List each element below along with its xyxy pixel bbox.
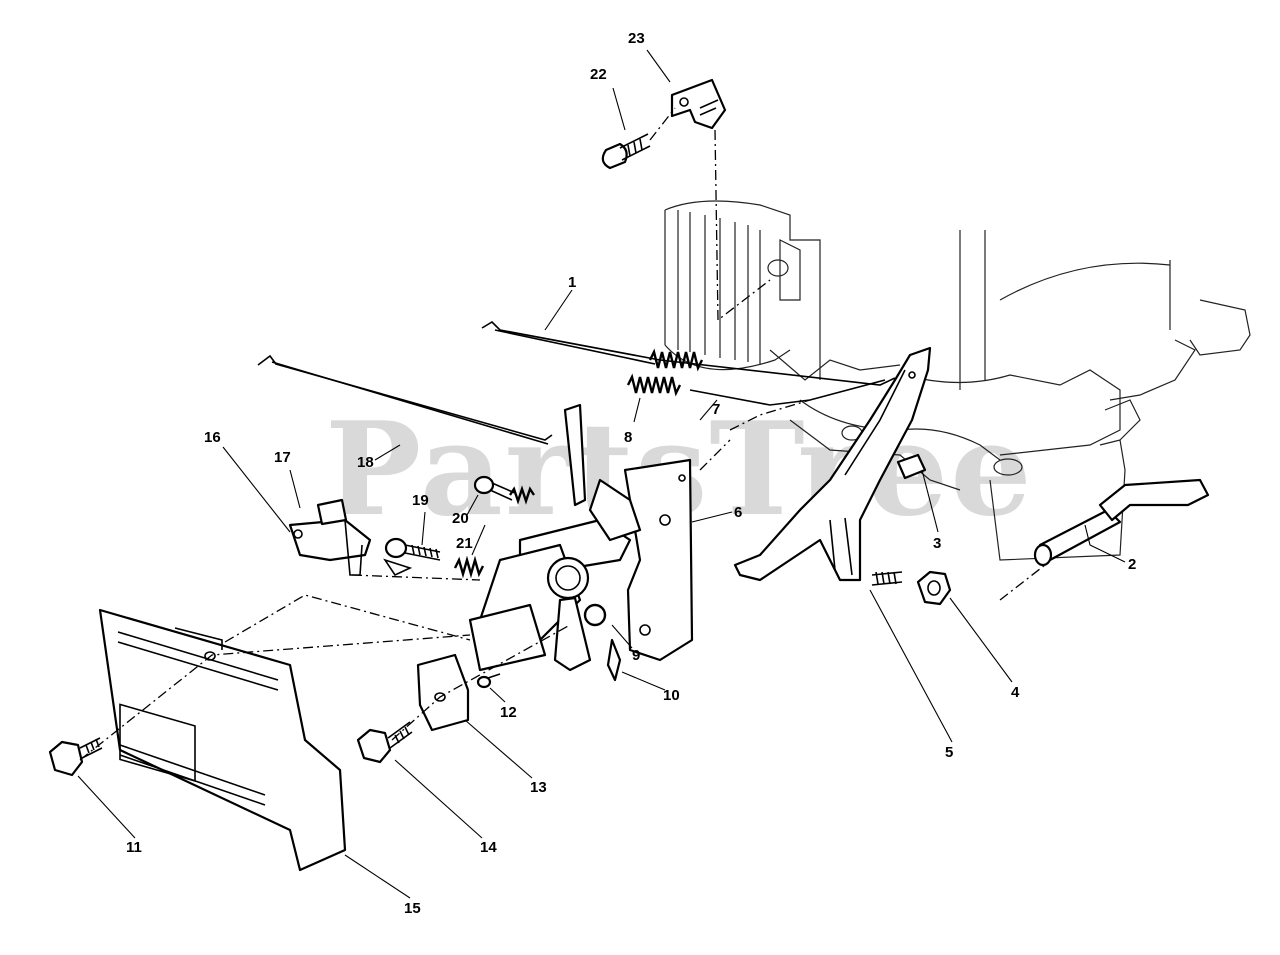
part-20-screw — [473, 475, 535, 505]
callout-labels: 1 2 3 4 5 6 7 8 9 10 11 12 13 14 15 16 1… — [126, 30, 1136, 917]
part-5-governor-lever — [733, 346, 932, 582]
callout-22: 22 — [590, 66, 607, 83]
callout-19: 19 — [412, 492, 429, 509]
callout-8: 8 — [624, 429, 632, 446]
callout-12: 12 — [500, 704, 517, 721]
part-13-bracket — [416, 653, 470, 732]
callout-15: 15 — [404, 900, 421, 917]
callout-6: 6 — [734, 504, 742, 521]
part-1-governor-link — [481, 320, 896, 386]
callout-13: 13 — [530, 779, 547, 796]
part-12-screw — [476, 673, 501, 689]
callout-23: 23 — [628, 30, 645, 47]
assembly-centerlines — [79, 399, 811, 761]
part-4-nut — [871, 570, 952, 606]
part-14-bolt — [356, 721, 413, 764]
callout-21: 21 — [456, 535, 473, 552]
part-18-throttle-link — [257, 354, 553, 445]
callout-18: 18 — [357, 454, 374, 471]
callout-3: 3 — [933, 535, 941, 552]
part-22-screw — [601, 133, 651, 170]
callout-10: 10 — [663, 687, 680, 704]
part-21-spring — [453, 555, 485, 579]
callout-11: 11 — [126, 839, 142, 856]
part-2-governor-shaft — [1033, 478, 1210, 567]
callout-20: 20 — [452, 510, 469, 527]
callout-5: 5 — [945, 744, 953, 761]
callout-2: 2 — [1128, 556, 1136, 573]
engine-block-outline — [664, 200, 1251, 561]
callout-16: 16 — [204, 429, 221, 446]
part-9-control-assembly — [468, 403, 642, 672]
callout-9: 9 — [632, 647, 640, 664]
callout-17: 17 — [274, 449, 291, 466]
centerline-shaft — [999, 564, 1046, 601]
callout-7: 7 — [712, 401, 720, 418]
part-11-bolt — [48, 737, 103, 777]
part-15-cover-plate — [98, 608, 347, 872]
centerline-clip-to-block — [714, 129, 771, 322]
part-19-screw — [384, 537, 441, 561]
part-23-clip — [670, 78, 727, 130]
part-6-control-bracket — [623, 458, 694, 662]
centerline-screw-to-clip — [649, 107, 676, 141]
part-3-clamp — [896, 453, 927, 480]
part-8-spring — [626, 373, 682, 397]
callout-1: 1 — [568, 274, 576, 291]
callout-14: 14 — [480, 839, 497, 856]
callout-4: 4 — [1011, 684, 1020, 701]
part-17-tab — [316, 498, 348, 526]
part-7-spring-link — [689, 379, 886, 406]
leader-lines — [77, 49, 1126, 899]
part-10-pin — [606, 638, 622, 682]
